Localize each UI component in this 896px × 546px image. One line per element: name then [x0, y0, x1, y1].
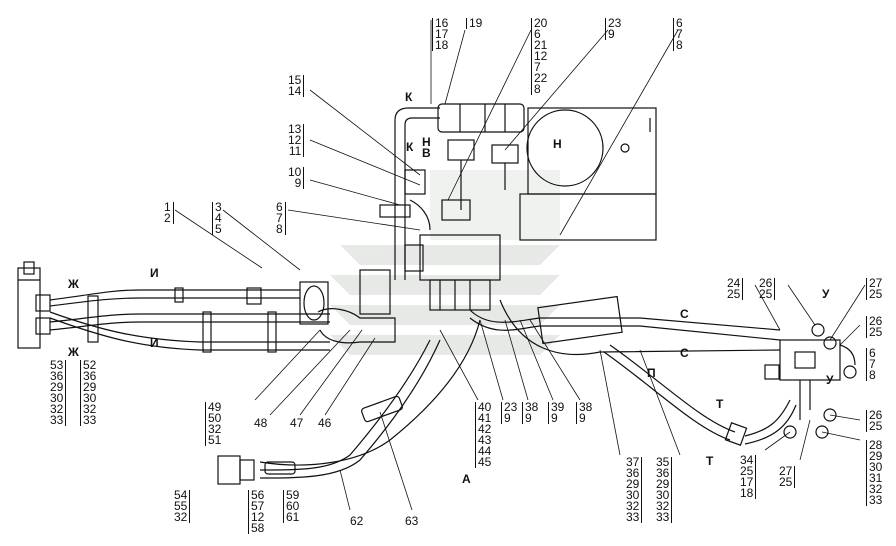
view-marker-v: В — [422, 146, 431, 160]
left-flange-block — [17, 261, 51, 349]
view-marker-i-bottom: И — [150, 336, 159, 350]
view-marker-n-top: Н — [422, 135, 431, 149]
hose-bundle-left — [49, 287, 330, 353]
callout-48: 48 — [254, 416, 268, 430]
view-marker-p: П — [647, 366, 656, 380]
view-marker-zh-bottom: Ж — [68, 345, 79, 359]
view-marker-n-tank: Н — [553, 137, 562, 151]
view-marker-u-right: У — [826, 373, 834, 387]
lower-hoses — [217, 319, 481, 485]
right-valve-block — [764, 323, 857, 439]
callout-47: 47 — [290, 416, 304, 430]
oil-tank — [519, 107, 657, 241]
callout-62: 62 — [350, 514, 364, 528]
view-marker-u-top: У — [822, 287, 830, 301]
view-marker-zh-top: Ж — [68, 277, 79, 291]
view-marker-t-bottom: Т — [706, 454, 714, 468]
view-arrow-a: А — [462, 472, 471, 486]
view-marker-t-top: Т — [716, 397, 724, 411]
callout-63: 63 — [405, 514, 419, 528]
callout-46: 46 — [318, 416, 332, 430]
view-marker-i-top: И — [150, 266, 159, 280]
callout-19: 19 — [466, 17, 482, 29]
leader-lines — [174, 20, 866, 511]
hose-bundle-right — [469, 295, 797, 446]
watermark-logo — [330, 170, 560, 355]
view-marker-s-bottom: С — [680, 346, 689, 360]
view-marker-s-top: С — [680, 307, 689, 321]
view-marker-k-top: К — [405, 90, 413, 104]
view-marker-k-mid: К — [406, 140, 414, 154]
